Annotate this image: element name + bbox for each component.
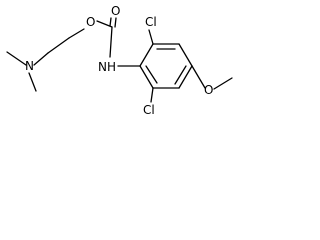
bond-methyl-down-n <box>28 72 37 92</box>
atom-o-ester: O <box>86 15 95 29</box>
bond-n-ch2 <box>33 52 49 66</box>
bond-c-nh <box>109 26 113 58</box>
ring-bond-6-inner <box>145 65 158 84</box>
ring-bond-4 <box>178 65 193 89</box>
atom-n-amine: N <box>25 59 34 73</box>
structure-diagram: N O O NH Cl Cl O <box>6 4 233 117</box>
ring-bond-1 <box>139 43 154 67</box>
bond-c-o-double-2 <box>114 17 117 28</box>
bond-ring-cl-lower <box>150 87 154 103</box>
ring-bond-4-inner <box>174 65 187 85</box>
bond-ring-cl-upper <box>148 29 154 45</box>
bond-ch2-ch2 <box>47 37 70 54</box>
ring-bond-3 <box>178 43 193 67</box>
atom-nh-amide: NH <box>98 60 116 74</box>
atom-labels: N O O NH Cl Cl O <box>25 4 213 117</box>
bond-ring-o-methoxy <box>191 65 206 89</box>
bond-methyl-left-n <box>6 51 27 66</box>
ring-bond-6 <box>139 65 154 89</box>
atom-cl-upper: Cl <box>145 15 157 29</box>
atom-o-carbonyl: O <box>111 4 120 18</box>
atom-o-methoxy: O <box>204 83 213 97</box>
bonds <box>6 17 233 103</box>
bond-c-o-double-1 <box>109 17 112 27</box>
bond-o-methyl <box>213 77 233 90</box>
bond-ch2-o <box>68 28 85 39</box>
atom-cl-lower: Cl <box>143 103 155 117</box>
